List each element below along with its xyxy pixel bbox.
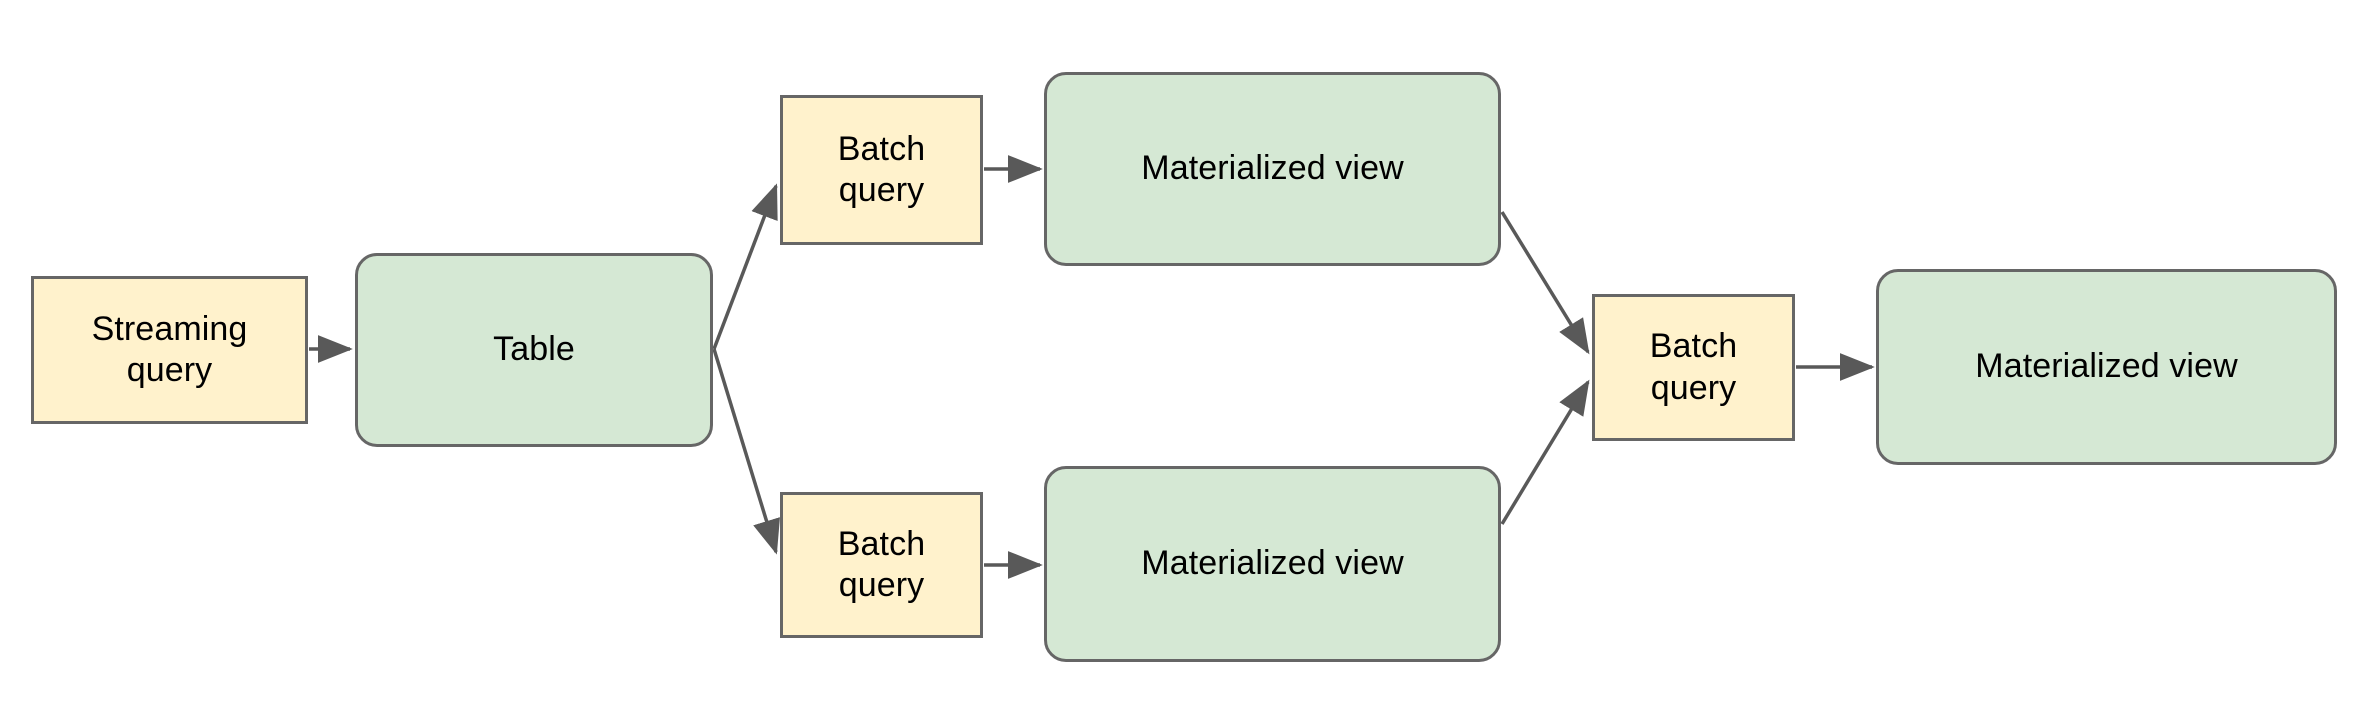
node-materialized-view-top-label: Materialized view: [1141, 149, 1404, 188]
node-table-label: Table: [493, 330, 575, 369]
node-batch-query-bottom[interactable]: Batch query: [780, 492, 983, 638]
node-materialized-view-final-label: Materialized view: [1975, 347, 2238, 386]
node-streaming-query-label: Streaming query: [91, 309, 248, 389]
edge-table-to-batch-bottom: [712, 348, 780, 555]
node-batch-query-top[interactable]: Batch query: [780, 95, 983, 245]
node-materialized-view-top[interactable]: Materialized view: [1044, 72, 1501, 266]
node-materialized-view-final[interactable]: Materialized view: [1876, 269, 2337, 465]
node-materialized-view-bottom-label: Materialized view: [1141, 544, 1404, 583]
node-table[interactable]: Table: [355, 253, 713, 447]
node-batch-query-bottom-label: Batch query: [837, 524, 926, 604]
node-streaming-query[interactable]: Streaming query: [31, 276, 308, 424]
node-batch-query-join[interactable]: Batch query: [1592, 294, 1795, 441]
edge-mv-top-to-batch-join: [1500, 211, 1590, 355]
node-materialized-view-bottom[interactable]: Materialized view: [1044, 466, 1501, 662]
edge-mv-bottom-to-batch-join: [1500, 379, 1590, 525]
edge-table-to-batch-top: [712, 183, 778, 350]
node-batch-query-top-label: Batch query: [837, 129, 926, 209]
node-batch-query-join-label: Batch query: [1649, 327, 1738, 407]
